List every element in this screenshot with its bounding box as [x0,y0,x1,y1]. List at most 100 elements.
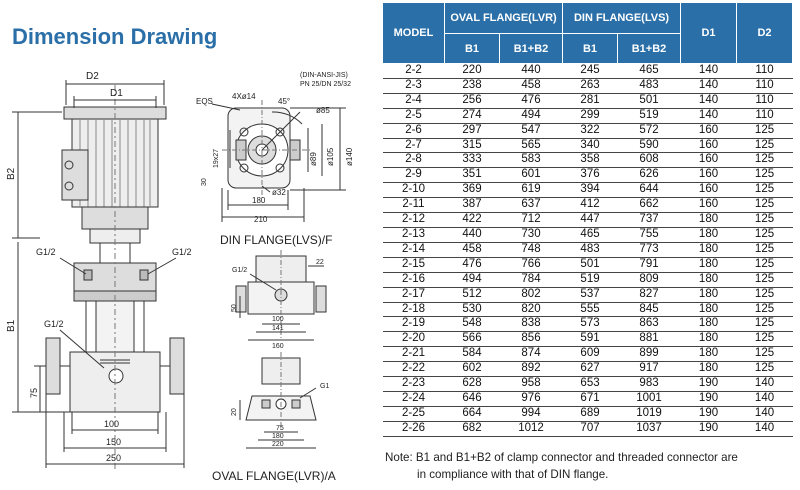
din-label-d89: ø89 [309,152,318,166]
oval-label-20: 20 [231,408,238,416]
dimension-table-container: MODEL OVAL FLANGE(LVR) DIN FLANGE(LVS) D… [382,2,794,437]
cell-din-b1b2: 501 [617,93,681,109]
din-label-19x27: 19x27 [213,149,220,168]
cell-d2: 125 [736,227,793,243]
cell-model: 2-6 [382,123,445,139]
cell-d1: 160 [680,197,737,214]
cell-din-b1b2: 773 [617,242,681,258]
cell-din-b1b2: 626 [617,167,681,184]
oval-label-22: 22 [316,259,324,266]
cell-d2: 110 [736,78,793,94]
cell-d1: 190 [680,376,737,392]
cell-d1: 160 [680,123,737,139]
cell-oval-b1: 387 [444,197,500,214]
cell-d1: 180 [680,346,737,363]
cell-din-b1b2: 917 [617,361,681,378]
cell-din-b1: 322 [562,123,618,139]
cell-din-b1b2: 881 [617,331,681,348]
cell-din-b1b2: 809 [617,272,681,288]
cell-din-b1: 671 [562,391,618,407]
cell-d1: 180 [680,302,737,318]
cell-din-b1b2: 465 [617,63,681,79]
label-g12-right: G1/2 [172,247,192,257]
cell-d1: 160 [680,167,737,184]
din-label-180: 180 [252,196,266,205]
cell-model: 2-19 [382,316,445,333]
oval-label-75: 75 [276,425,284,432]
cell-model: 2-16 [382,272,445,288]
cell-oval-b1b2: 547 [499,123,563,139]
cell-oval-b1: 566 [444,331,500,348]
cell-d2: 125 [736,152,793,169]
cell-oval-b1: 682 [444,421,500,437]
cell-d1: 180 [680,242,737,258]
cell-d2: 125 [736,167,793,184]
cell-model: 2-14 [382,242,445,258]
cell-oval-b1b2: 1012 [499,421,563,437]
cell-din-b1b2: 983 [617,376,681,392]
cell-d1: 180 [680,272,737,288]
cell-oval-b1: 548 [444,316,500,333]
cell-d1: 140 [680,108,737,124]
cell-din-b1b2: 1019 [617,406,681,422]
label-b1: B1 [6,319,17,332]
din-label-holes: 4Xø14 [232,92,256,101]
cell-oval-b1b2: 874 [499,346,563,363]
cell-din-b1: 555 [562,302,618,318]
cell-oval-b1: 530 [444,302,500,318]
cell-d2: 140 [736,421,793,437]
oval-flange-front-view [235,250,327,341]
cell-model: 2-25 [382,406,445,422]
cell-d2: 125 [736,197,793,214]
header-d1: D1 [680,2,738,64]
cell-oval-b1b2: 856 [499,331,563,348]
cell-oval-b1: 494 [444,272,500,288]
cell-d1: 190 [680,421,737,437]
cell-din-b1b2: 590 [617,138,681,154]
dimension-table: MODEL OVAL FLANGE(LVR) DIN FLANGE(LVS) D… [382,2,794,437]
cell-d2: 125 [736,123,793,139]
cell-model: 2-8 [382,152,445,169]
cell-model: 2-21 [382,346,445,363]
oval-label-100: 100 [272,316,284,323]
cell-din-b1b2: 755 [617,227,681,243]
din-standard-line2: PN 25/DN 25/32 [300,81,351,88]
label-b2: B2 [6,167,17,180]
header-din-flange: DIN FLANGE(LVS) [562,2,682,34]
cell-d1: 180 [680,361,737,378]
cell-oval-b1b2: 976 [499,391,563,407]
cell-d2: 125 [736,242,793,258]
cell-oval-b1b2: 766 [499,257,563,273]
cell-d1: 180 [680,257,737,273]
dimension-drawing: D2 D1 B2 B1 G1/2 G1/2 G1/2 75 100 150 25… [0,0,380,485]
cell-model: 2-17 [382,287,445,303]
oval-flange-caption: OVAL FLANGE(LVR)/A [212,469,336,483]
cell-oval-b1b2: 820 [499,302,563,318]
cell-din-b1b2: 863 [617,316,681,333]
cell-oval-b1b2: 784 [499,272,563,288]
cell-oval-b1: 646 [444,391,500,407]
cell-oval-b1b2: 994 [499,406,563,422]
label-g12-mid: G1/2 [44,319,64,329]
cell-oval-b1: 440 [444,227,500,243]
cell-model: 2-26 [382,421,445,437]
cell-din-b1: 483 [562,242,618,258]
oval-label-141: 141 [272,325,284,332]
cell-oval-b1b2: 565 [499,138,563,154]
cell-din-b1b2: 899 [617,346,681,363]
header-oval-b1: B1 [444,33,500,64]
cell-din-b1b2: 737 [617,212,681,228]
cell-d2: 125 [736,212,793,228]
